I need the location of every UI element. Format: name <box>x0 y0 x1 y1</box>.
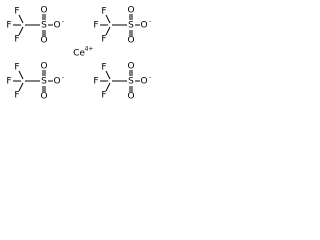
triflate-1-fluorine-top: F <box>14 7 19 17</box>
triflate-1-oxygen-bottom: O <box>40 36 47 46</box>
triflate-1-sulfur: S <box>41 21 47 31</box>
triflate-3-oxygen-right: O <box>53 77 60 87</box>
triflate-4-oxygen-bottom: O <box>127 92 134 102</box>
triflate-3-oxygen-top: O <box>40 62 47 72</box>
triflate-4-oxygen-charge: - <box>149 75 151 82</box>
triflate-3-oxygen-charge: - <box>62 75 64 82</box>
triflate-4-oxygen-right: O <box>140 77 147 87</box>
triflate-2-bond-c-f-bottom <box>105 26 111 36</box>
triflate-1-fluorine-left: F <box>6 21 11 31</box>
triflate-2-oxygen-bottom: O <box>127 36 134 46</box>
triflate-1-oxygen-charge: - <box>62 19 64 26</box>
triflate-3-fluorine-left: F <box>6 77 11 87</box>
triflate-4-bond-c-f-bottom <box>105 82 111 92</box>
triflate-4-sulfur: S <box>128 77 134 87</box>
triflate-1-fluorine-bottom: F <box>14 35 19 45</box>
triflate-1-oxygen-right: O <box>53 21 60 31</box>
triflate-3-bond-c-f-top <box>18 70 24 80</box>
triflate-3-fluorine-bottom: F <box>14 91 19 101</box>
triflate-1-oxygen-top: O <box>40 6 47 16</box>
triflate-2-sulfur: S <box>128 21 134 31</box>
triflate-2-oxygen-right: O <box>140 21 147 31</box>
triflate-1-bond-c-f-bottom <box>18 26 24 36</box>
triflate-3-oxygen-bottom: O <box>40 92 47 102</box>
triflate-2-oxygen-top: O <box>127 6 134 16</box>
triflate-2-fluorine-bottom: F <box>101 35 106 45</box>
triflate-4-oxygen-top: O <box>127 62 134 72</box>
cerium-symbol: Ce <box>73 49 85 59</box>
triflate-4-fluorine-bottom: F <box>101 91 106 101</box>
triflate-2-fluorine-left: F <box>93 21 98 31</box>
triflate-2-bond-c-f-top <box>105 14 111 24</box>
triflate-4-fluorine-left: F <box>93 77 98 87</box>
triflate-4-fluorine-top: F <box>101 63 106 73</box>
triflate-1-bond-c-f-top <box>18 14 24 24</box>
triflate-3-fluorine-top: F <box>14 63 19 73</box>
triflate-4-bond-c-f-top <box>105 70 111 80</box>
triflate-3-bond-c-f-bottom <box>18 82 24 92</box>
triflate-3-sulfur: S <box>41 77 47 87</box>
triflate-2-oxygen-charge: - <box>149 19 151 26</box>
triflate-2-fluorine-top: F <box>101 7 106 17</box>
cerium-charge: 4+ <box>85 46 94 53</box>
